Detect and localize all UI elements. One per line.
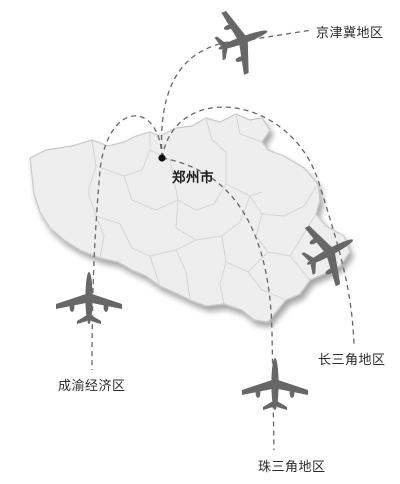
airplane-icon bbox=[56, 272, 122, 324]
henan-province-map bbox=[29, 113, 351, 323]
destination-label-jingjinji: 京津冀地区 bbox=[316, 26, 384, 41]
city-marker-icon bbox=[158, 154, 166, 162]
airplane-icon bbox=[242, 358, 308, 410]
destination-label-zhusanjiao: 珠三角地区 bbox=[258, 460, 326, 475]
airplane-icon bbox=[207, 0, 279, 80]
destination-label-chengyu: 成渝经济区 bbox=[58, 379, 126, 394]
route-zhusanjiao bbox=[161, 157, 275, 451]
origin-city-label: 郑州市 bbox=[172, 170, 214, 186]
route-changsanjiao bbox=[161, 106, 355, 346]
prefecture-borders bbox=[87, 113, 319, 305]
destination-label-changsanjiao: 长三角地区 bbox=[318, 353, 386, 368]
